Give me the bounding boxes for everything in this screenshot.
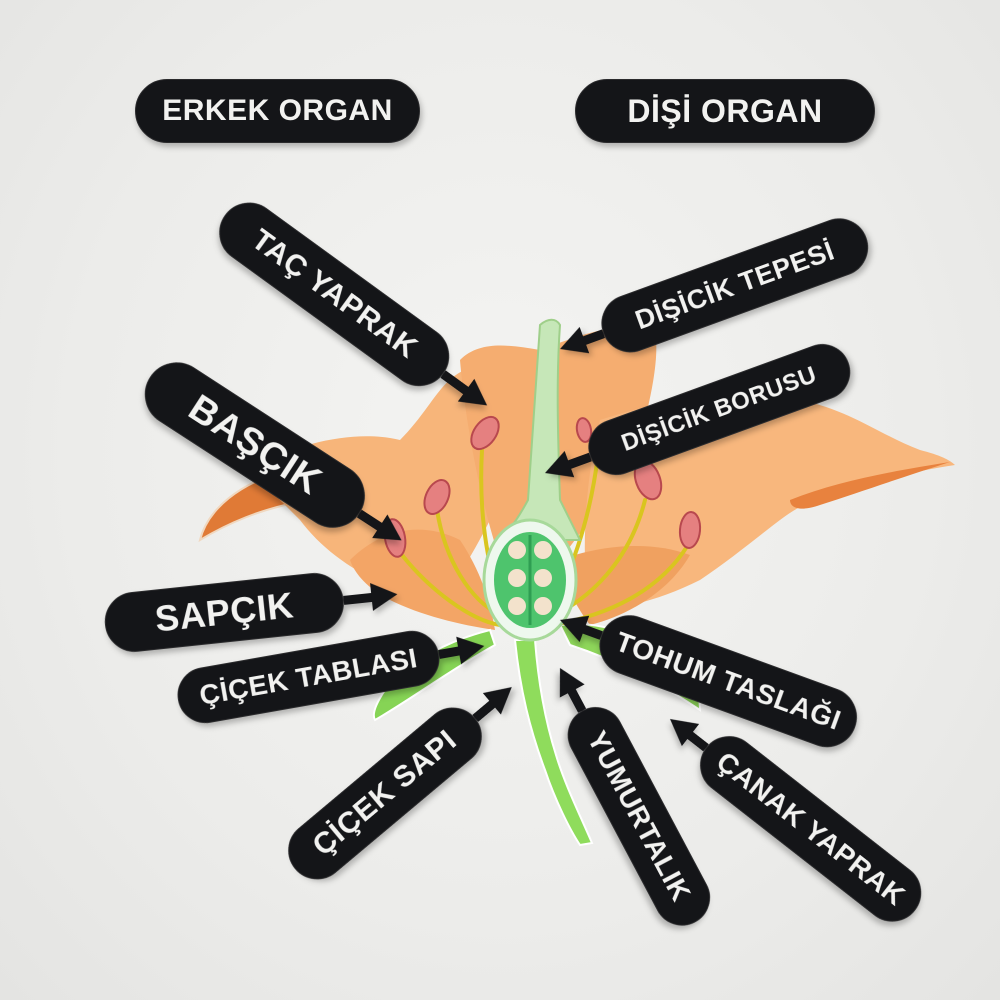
label-text: ERKEK ORGAN xyxy=(162,94,393,127)
flower-stalk xyxy=(513,639,594,847)
petal-right-shade xyxy=(790,462,950,509)
header-female-organ: DİŞİ ORGAN xyxy=(575,79,875,143)
anthers xyxy=(383,415,702,558)
arrow-pointer-icon xyxy=(370,580,399,611)
arrow-shaft xyxy=(582,329,605,345)
label-pill: DİŞİ ORGAN xyxy=(575,79,875,143)
arrow-pointer-icon xyxy=(456,632,487,665)
arrow-shaft xyxy=(567,452,592,469)
style-tube xyxy=(497,318,582,541)
label-pill: ERKEK ORGAN xyxy=(135,79,420,143)
petal-lower-right xyxy=(560,545,690,625)
arrow-shaft xyxy=(343,592,373,605)
arrow-shaft xyxy=(438,646,460,659)
ovules xyxy=(508,541,552,615)
label-text: SAPÇIK xyxy=(153,584,296,640)
label-text: DİŞİ ORGAN xyxy=(627,92,823,129)
header-male-organ: ERKEK ORGAN xyxy=(135,79,420,143)
